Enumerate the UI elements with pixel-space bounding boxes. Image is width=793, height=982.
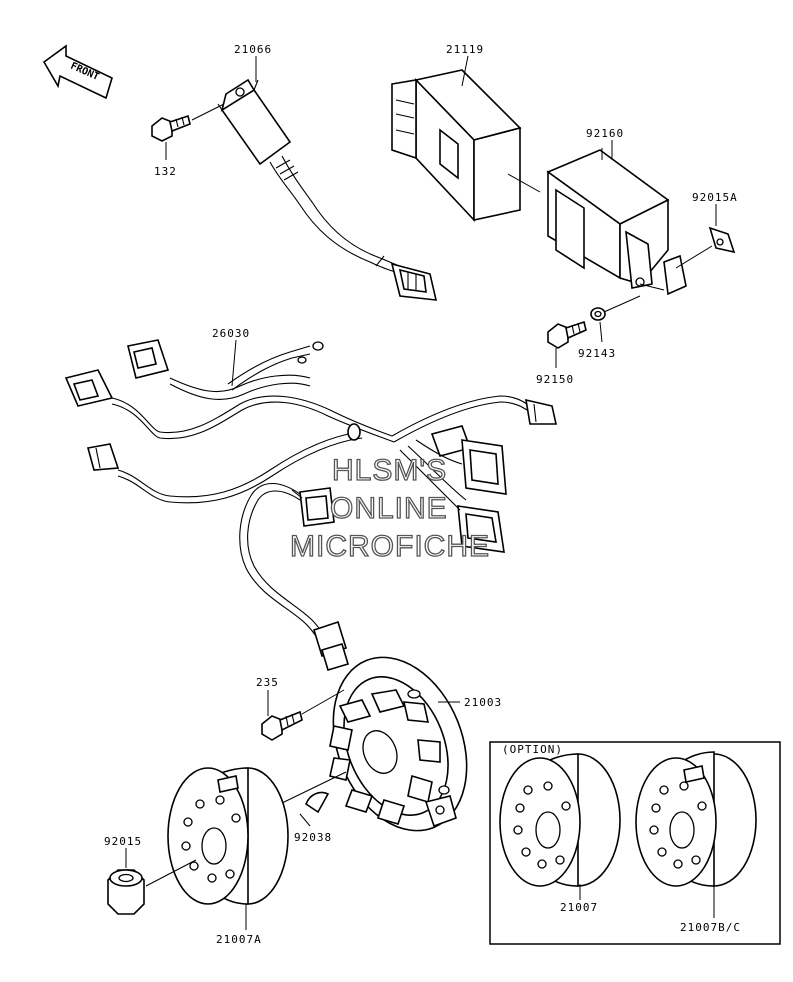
collar-92143 — [590, 307, 606, 321]
part-label-21007: 21007 — [560, 901, 598, 914]
part-label-21003: 21003 — [464, 696, 502, 709]
option-box — [489, 741, 781, 945]
stator-lead — [239, 482, 349, 671]
nut-92015 — [107, 869, 145, 915]
watermark-line2: ONLINE — [330, 492, 448, 525]
rotor-21007 — [499, 753, 621, 887]
part-label-92143: 92143 — [578, 347, 616, 360]
rotor-21007BC — [635, 751, 757, 887]
option-label: (OPTION) — [502, 743, 563, 756]
wire-harness-26030 — [64, 339, 557, 553]
key-92038 — [305, 791, 330, 814]
part-label-26030: 26030 — [212, 327, 250, 340]
screw-235 — [261, 710, 303, 741]
part-label-235: 235 — [256, 676, 279, 689]
bolt-92150 — [547, 320, 587, 349]
part-label-92015A: 92015A — [692, 191, 738, 204]
control-unit-21119 — [391, 69, 522, 223]
watermark-line3: MICROFICHE — [290, 530, 490, 563]
bolt-132 — [151, 114, 191, 142]
rotor-21007A — [167, 767, 289, 905]
watermark: HLSM'S ONLINE MICROFICHE — [289, 453, 490, 563]
part-label-21007BC: 21007B/C — [680, 921, 741, 934]
part-label-21066: 21066 — [234, 43, 272, 56]
front-arrow: FRONT — [42, 44, 113, 100]
part-label-92150: 92150 — [536, 373, 574, 386]
bracket-92160 — [546, 149, 687, 296]
clip-92015A — [708, 226, 736, 254]
part-label-21119: 21119 — [446, 43, 484, 56]
cdi-unit-21066 — [217, 78, 438, 301]
part-label-132: 132 — [154, 165, 177, 178]
part-label-92015: 92015 — [104, 835, 142, 848]
part-label-21007A: 21007A — [216, 933, 262, 946]
stator-21003 — [329, 656, 468, 832]
part-label-92038: 92038 — [294, 831, 332, 844]
part-label-92160: 92160 — [586, 127, 624, 140]
watermark-line1: HLSM'S — [332, 454, 447, 487]
